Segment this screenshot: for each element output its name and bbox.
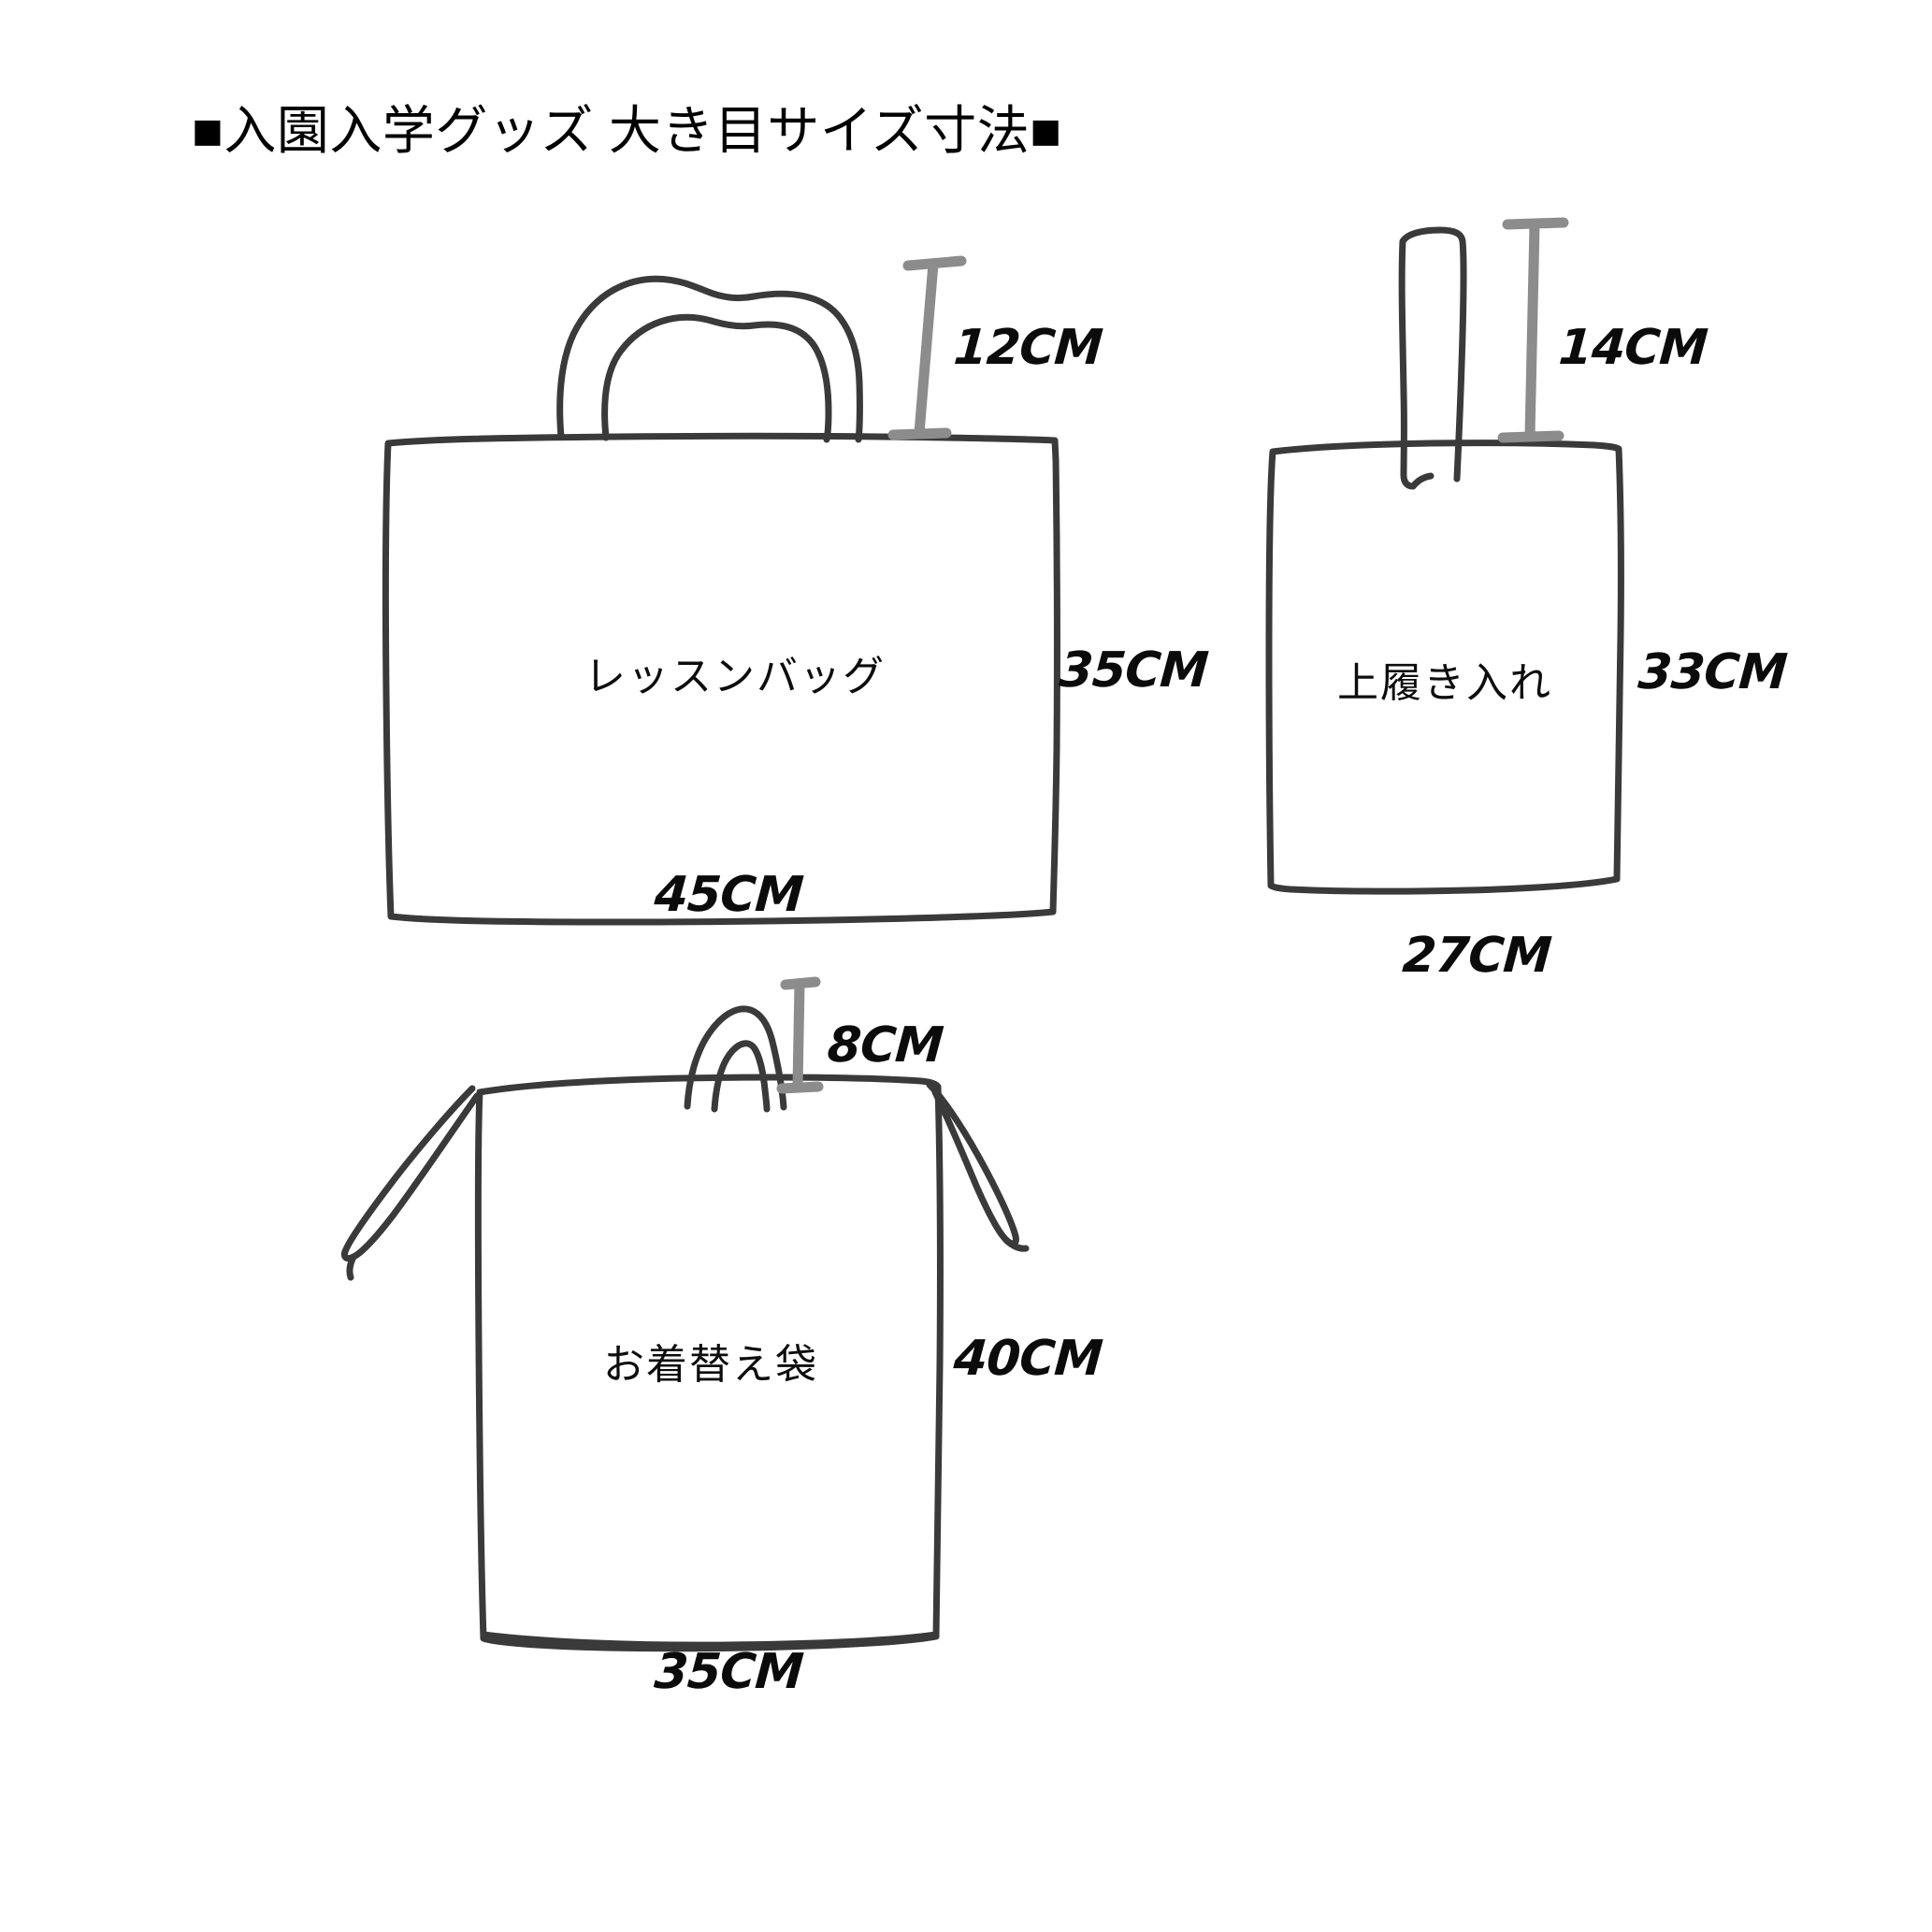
clothes-bag-width-dimension: 35CM <box>652 1644 805 1700</box>
lesson-bag-handle-dimension: 12CM <box>951 320 1104 376</box>
dimension-marker-14cm <box>1497 217 1569 443</box>
clothes-bag-cord-left <box>340 1085 481 1281</box>
page-title: ■入園入学グッズ 大き目サイズ寸法■ <box>192 101 1062 160</box>
clothes-bag-height-dimension: 40CM <box>951 1331 1104 1387</box>
clothes-bag-label: お着替え袋 <box>603 1342 818 1388</box>
shoe-bag-height-dimension: 33CM <box>1636 644 1789 700</box>
clothes-bag-handle-outer <box>684 1005 787 1111</box>
lesson-bag-handle-inner <box>601 313 832 443</box>
shoe-bag-label: 上履き入れ <box>1337 660 1552 706</box>
lesson-bag-height-dimension: 35CM <box>1057 642 1210 699</box>
dimension-marker-8cm <box>776 976 824 1094</box>
shoe-bag-handle-dimension: 14CM <box>1556 320 1709 376</box>
shoe-bag-width-dimension: 27CM <box>1400 928 1553 984</box>
lesson-bag-width-dimension: 45CM <box>652 867 805 923</box>
clothes-bag-handle-dimension: 8CM <box>825 1017 945 1074</box>
shoe-bag-handle <box>1398 226 1467 490</box>
dimension-marker-12cm <box>887 255 967 440</box>
clothes-bag-handle-inner <box>711 1040 771 1113</box>
lesson-bag-label: レッスンバッグ <box>584 654 886 699</box>
lesson-bag-handle-outer <box>556 275 863 443</box>
clothes-bag-cord-right <box>926 1081 1030 1252</box>
